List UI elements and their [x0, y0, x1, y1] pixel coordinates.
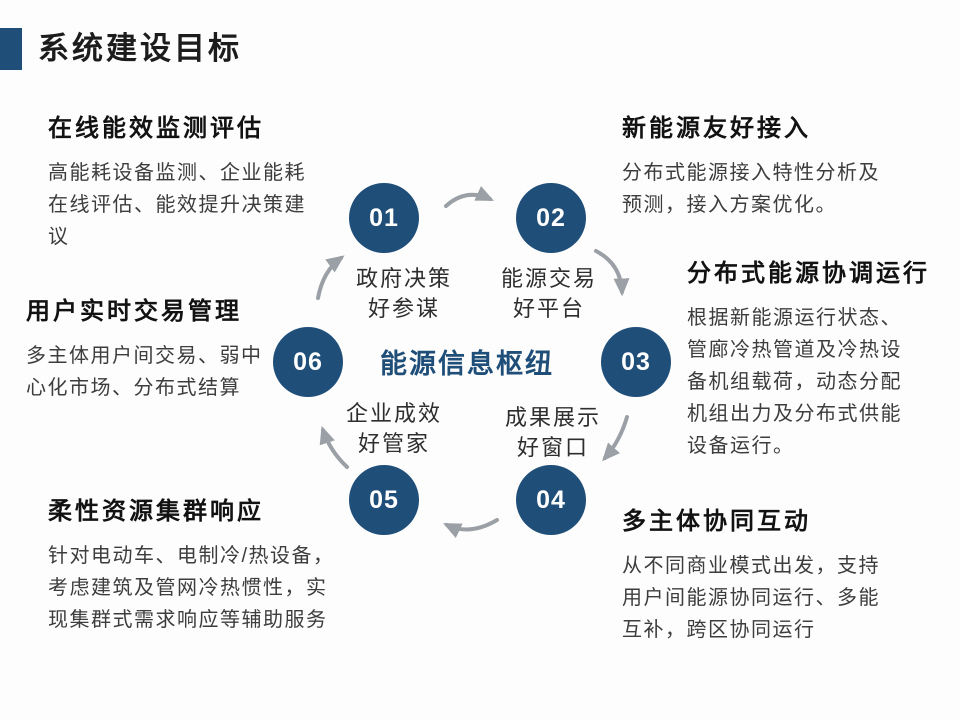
- hub-label: 能源信息枢纽: [380, 349, 554, 379]
- block-body: 多主体用户间交易、弱中心化市场、分布式结算: [26, 345, 263, 399]
- caption-line: 好平台: [512, 296, 585, 321]
- block-body: 从不同商业模式出发，支持用户间能源协同运行、多能互补，跨区协同运行: [622, 555, 880, 641]
- block-distributed-coordination: 分布式能源协调运行 根据新能源运行状态、管廊冷热管道及冷热设备机组载荷，动态分配…: [687, 258, 947, 462]
- caption-line: 能源交易: [500, 266, 597, 291]
- node-05: 05: [349, 465, 419, 535]
- caption-line: 企业成效: [345, 401, 442, 426]
- node-04: 04: [516, 465, 586, 535]
- node-number: 05: [369, 485, 399, 514]
- block-online-efficiency: 在线能效监测评估 高能耗设备监测、企业能耗在线评估、能效提升决策建议: [48, 113, 344, 253]
- node-number: 01: [369, 203, 399, 232]
- block-heading: 用户实时交易管理: [26, 298, 242, 325]
- node-number: 03: [621, 347, 651, 376]
- block-flexible-resources: 柔性资源集群响应 针对电动车、电制冷/热设备，考虑建筑及管网冷热惯性，实现集群式…: [48, 496, 348, 636]
- arrow-01-to-02: [444, 186, 495, 208]
- node-number: 02: [536, 203, 566, 232]
- node-caption-02: 能源交易 好平台: [459, 264, 639, 324]
- block-user-trading: 用户实时交易管理 多主体用户间交易、弱中心化市场、分布式结算: [26, 296, 296, 404]
- block-heading: 新能源友好接入: [622, 115, 811, 142]
- block-new-energy-access: 新能源友好接入 分布式能源接入特性分析及预测，接入方案优化。: [622, 113, 922, 221]
- node-caption-04: 成果展示 好窗口: [463, 403, 643, 463]
- node-caption-01: 政府决策 好参谋: [314, 264, 494, 324]
- caption-line: 好窗口: [516, 435, 589, 460]
- block-body: 根据新能源运行状态、管廊冷热管道及冷热设备机组载荷，动态分配机组出力及分布式供能…: [687, 307, 902, 457]
- node-number: 04: [536, 485, 566, 514]
- block-multi-agent-interaction: 多主体协同互动 从不同商业模式出发，支持用户间能源协同运行、多能互补，跨区协同运…: [622, 506, 912, 646]
- node-number: 06: [293, 347, 323, 376]
- caption-line: 好管家: [357, 431, 430, 456]
- block-heading: 在线能效监测评估: [48, 115, 264, 142]
- page-title: 系统建设目标: [38, 31, 242, 66]
- caption-line: 成果展示: [504, 405, 601, 430]
- arrow-04-to-05: [443, 518, 499, 539]
- block-heading: 分布式能源协调运行: [687, 260, 930, 287]
- caption-line: 好参谋: [367, 296, 440, 321]
- node-01: 01: [349, 183, 419, 253]
- block-heading: 柔性资源集群响应: [48, 498, 264, 525]
- node-06: 06: [273, 327, 343, 397]
- node-caption-05: 企业成效 好管家: [304, 399, 484, 459]
- node-02: 02: [516, 183, 586, 253]
- caption-line: 政府决策: [355, 266, 452, 291]
- block-body: 针对电动车、电制冷/热设备，考虑建筑及管网冷热惯性，实现集群式需求响应等辅助服务: [48, 545, 335, 631]
- block-heading: 多主体协同互动: [622, 508, 811, 535]
- node-03: 03: [601, 327, 671, 397]
- block-body: 分布式能源接入特性分析及预测，接入方案优化。: [622, 162, 880, 216]
- title-accent-square: [0, 28, 22, 70]
- block-body: 高能耗设备监测、企业能耗在线评估、能效提升决策建议: [48, 162, 306, 248]
